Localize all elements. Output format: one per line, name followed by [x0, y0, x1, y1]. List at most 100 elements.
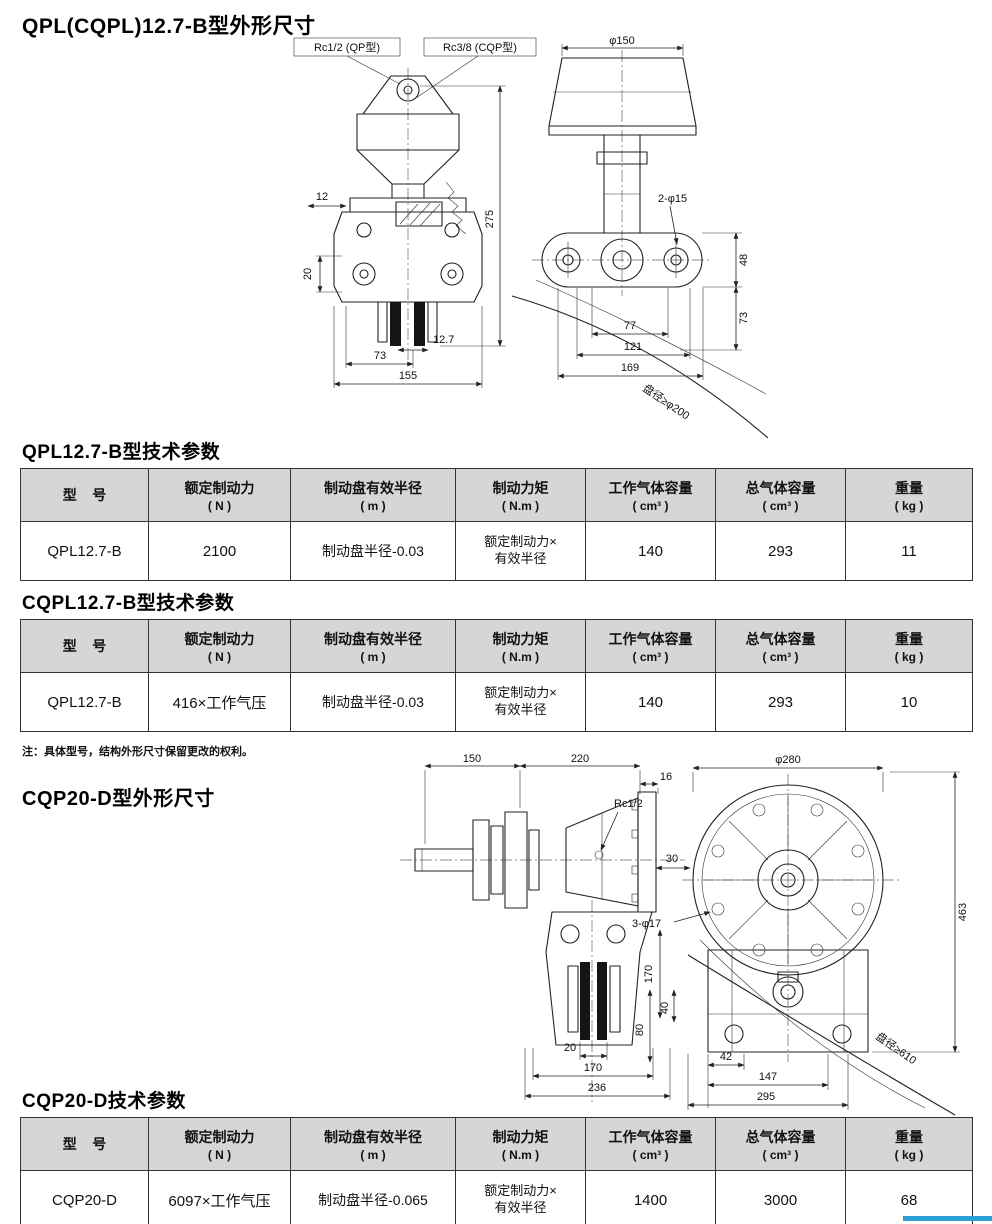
cell-model: CQP20-D — [20, 1170, 149, 1224]
cell-torque: 额定制动力×有效半径 — [455, 1170, 586, 1224]
qpl-dim-phi150: φ150 — [609, 35, 635, 47]
col-header-total-gas: 总气体容量( cm³ ) — [715, 1117, 846, 1171]
col-header-brake-force: 额定制动力( N ) — [148, 468, 291, 522]
qpl-dim-20: 20 — [302, 268, 314, 280]
cqp-side-view: 150 220 16 Rc1/2 — [400, 753, 685, 1102]
col-header-model: 型 号 — [20, 1117, 149, 1171]
cqp-dim-150: 150 — [463, 753, 481, 765]
qpl-side-dims: φ150 2-φ15 48 73 77 121 169 盘径≥φ200 — [557, 35, 750, 423]
cell-model: QPL12.7-B — [20, 672, 149, 732]
cqp-dim-30: 30 — [666, 853, 678, 865]
cqp-dim-3phi17: 3-φ17 — [632, 918, 661, 930]
cqp-dim-463: 463 — [957, 903, 969, 921]
cqp-dim-147: 147 — [759, 1071, 777, 1083]
col-header-working-gas: 工作气体容量( cm³ ) — [585, 619, 716, 673]
cell-working-gas: 140 — [585, 672, 716, 732]
cell-brake-force: 416×工作气压 — [148, 672, 291, 732]
col-header-radius: 制动盘有效半径( m ) — [290, 619, 456, 673]
cqpl-params-title: CQPL12.7-B型技术参数 — [22, 593, 235, 614]
qpl-dim-73b: 73 — [738, 312, 750, 324]
table-row: QPL12.7-B 416×工作气压 制动盘半径-0.03 额定制动力×有效半径… — [20, 672, 973, 732]
table-header-row: 型 号 额定制动力( N ) 制动盘有效半径( m ) 制动力矩( N.m ) … — [20, 619, 973, 673]
cell-model: QPL12.7-B — [20, 521, 149, 581]
cqp-dim-40: 40 — [659, 1002, 671, 1014]
cqpl-params-table: 型 号 额定制动力( N ) 制动盘有效半径( m ) 制动力矩( N.m ) … — [20, 619, 973, 732]
cqp-disc-note: 盘径≥610 — [873, 1029, 919, 1067]
cqp-dim-236: 236 — [588, 1082, 606, 1094]
cqp-port-label: Rc1/2 — [614, 798, 643, 810]
cqp-dim-16: 16 — [660, 771, 672, 783]
footnote: 注：具体型号，结构外形尺寸保留更改的权利。 — [22, 746, 253, 758]
col-header-brake-force: 额定制动力( N ) — [148, 1117, 291, 1171]
col-header-torque: 制动力矩( N.m ) — [455, 1117, 586, 1171]
col-header-torque: 制动力矩( N.m ) — [455, 468, 586, 522]
cell-torque: 额定制动力×有效半径 — [455, 672, 586, 732]
cqp-dim-295: 295 — [757, 1091, 775, 1103]
cqp-dim-80: 80 — [634, 1024, 646, 1036]
table-header-row: 型 号 额定制动力( N ) 制动盘有效半径( m ) 制动力矩( N.m ) … — [20, 468, 973, 522]
cqp-dim-220: 220 — [571, 753, 589, 765]
qpl-dim-2phi15: 2-φ15 — [658, 193, 687, 205]
page-accent-bar — [903, 1216, 992, 1221]
col-header-model: 型 号 — [20, 468, 149, 522]
col-header-total-gas: 总气体容量( cm³ ) — [715, 619, 846, 673]
cqp-params-table: 型 号 额定制动力( N ) 制动盘有效半径( m ) 制动力矩( N.m ) … — [20, 1117, 973, 1224]
cell-brake-force: 2100 — [148, 521, 291, 581]
qpl-dim-121: 121 — [624, 341, 642, 353]
col-header-weight: 重量( kg ) — [845, 468, 973, 522]
cell-working-gas: 140 — [585, 521, 716, 581]
port-label-cqp: Rc3/8 (CQP型) — [443, 40, 517, 54]
cqp-dim-20: 20 — [564, 1042, 576, 1054]
table-header-row: 型 号 额定制动力( N ) 制动盘有效半径( m ) 制动力矩( N.m ) … — [20, 1117, 973, 1171]
cqp-dim-170b: 170 — [584, 1062, 602, 1074]
qpl-params-table: 型 号 额定制动力( N ) 制动盘有效半径( m ) 制动力矩( N.m ) … — [20, 468, 973, 581]
cell-weight: 68 — [845, 1170, 973, 1224]
cell-weight: 11 — [845, 521, 973, 581]
qpl-dim-12: 12 — [316, 191, 328, 203]
port-label-qp: Rc1/2 (QP型) — [314, 40, 380, 54]
qpl-dim-169: 169 — [621, 362, 639, 374]
qpl-dim-155: 155 — [399, 370, 417, 382]
table-row: CQP20-D 6097×工作气压 制动盘半径-0.065 额定制动力×有效半径… — [20, 1170, 973, 1224]
cqp-dim-42: 42 — [720, 1051, 732, 1063]
cqp-outline-drawing: 150 220 16 Rc1/2 — [400, 753, 969, 1116]
qpl-front-dims: 12 20 275 12.7 73 155 — [302, 85, 506, 388]
cell-radius: 制动盘半径-0.03 — [290, 521, 456, 581]
qpl-outline-drawing: Rc1/2 (QP型) Rc3/8 (CQP型) — [293, 35, 769, 439]
qpl-dim-77: 77 — [624, 320, 636, 332]
qpl-dim-275: 275 — [484, 210, 496, 228]
cqp-front-view — [682, 774, 956, 1116]
cqp-front-dims: φ280 30 3-φ17 170 40 80 42 147 295 — [632, 754, 969, 1110]
qpl-params-title: QPL12.7-B型技术参数 — [22, 442, 221, 463]
col-header-brake-force: 额定制动力( N ) — [148, 619, 291, 673]
col-header-radius: 制动盘有效半径( m ) — [290, 468, 456, 522]
col-header-weight: 重量( kg ) — [845, 619, 973, 673]
qpl-side-view — [511, 50, 769, 439]
cqp-dim-170a: 170 — [643, 965, 655, 983]
cqp-dims-title: CQP20-D型外形尺寸 — [22, 788, 215, 810]
cell-total-gas: 293 — [715, 521, 846, 581]
cell-torque: 额定制动力×有效半径 — [455, 521, 586, 581]
page-title: QPL(CQPL)12.7-B型外形尺寸 — [22, 15, 316, 38]
qpl-dim-73: 73 — [374, 350, 386, 362]
table-row: QPL12.7-B 2100 制动盘半径-0.03 额定制动力×有效半径 140… — [20, 521, 973, 581]
cell-brake-force: 6097×工作气压 — [148, 1170, 291, 1224]
col-header-weight: 重量( kg ) — [845, 1117, 973, 1171]
cell-working-gas: 1400 — [585, 1170, 716, 1224]
col-header-model: 型 号 — [20, 619, 149, 673]
col-header-working-gas: 工作气体容量( cm³ ) — [585, 468, 716, 522]
col-header-total-gas: 总气体容量( cm³ ) — [715, 468, 846, 522]
cqp-dim-phi280: φ280 — [775, 754, 801, 766]
qpl-disc-note: 盘径≥φ200 — [640, 381, 692, 423]
cqp-params-title: CQP20-D技术参数 — [22, 1091, 186, 1112]
cell-radius: 制动盘半径-0.03 — [290, 672, 456, 732]
cell-total-gas: 293 — [715, 672, 846, 732]
qpl-front-view: Rc1/2 (QP型) Rc3/8 (CQP型) — [293, 37, 537, 364]
col-header-radius: 制动盘有效半径( m ) — [290, 1117, 456, 1171]
col-header-working-gas: 工作气体容量( cm³ ) — [585, 1117, 716, 1171]
qpl-dim-12-7: 12.7 — [433, 334, 454, 346]
qpl-dim-48: 48 — [738, 254, 750, 266]
cell-radius: 制动盘半径-0.065 — [290, 1170, 456, 1224]
col-header-torque: 制动力矩( N.m ) — [455, 619, 586, 673]
